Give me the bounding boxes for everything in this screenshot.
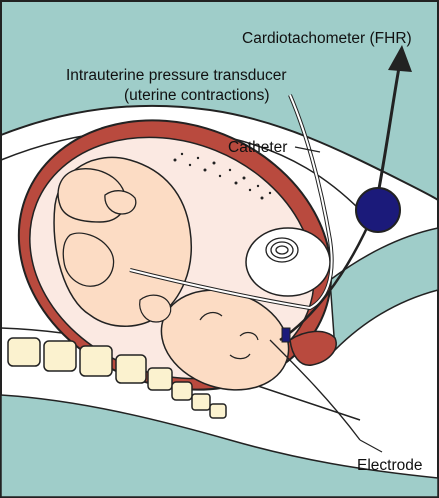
electrode-wire <box>279 209 377 342</box>
electrode-label: Electrode <box>357 457 422 474</box>
cardiotachometer-sensor <box>355 187 401 233</box>
catheter-line-inner <box>129 94 333 310</box>
electrode-clip <box>281 327 291 343</box>
transducer-label-line2: (uterine contractions) <box>124 87 270 104</box>
placenta-texture <box>173 152 272 200</box>
teal-right-band <box>329 227 439 352</box>
catheter-leader <box>294 146 321 153</box>
coiled-cord <box>265 237 299 263</box>
fetus-face <box>199 311 259 360</box>
fhr-arrow-head <box>388 45 412 72</box>
cervix <box>289 330 337 366</box>
spine-vertebrae <box>7 337 227 419</box>
teal-lower-region <box>0 394 439 498</box>
fetus-arm <box>62 232 115 287</box>
electrode-leader <box>359 439 383 453</box>
electrode-lead <box>269 339 361 441</box>
catheter-label: Catheter <box>228 139 287 156</box>
transducer-label-line1: Intrauterine pressure transducer <box>66 67 287 84</box>
cardiotachometer-label: Cardiotachometer (FHR) <box>242 30 412 47</box>
fetus-hand <box>139 294 172 323</box>
fetus-foot <box>104 190 137 215</box>
